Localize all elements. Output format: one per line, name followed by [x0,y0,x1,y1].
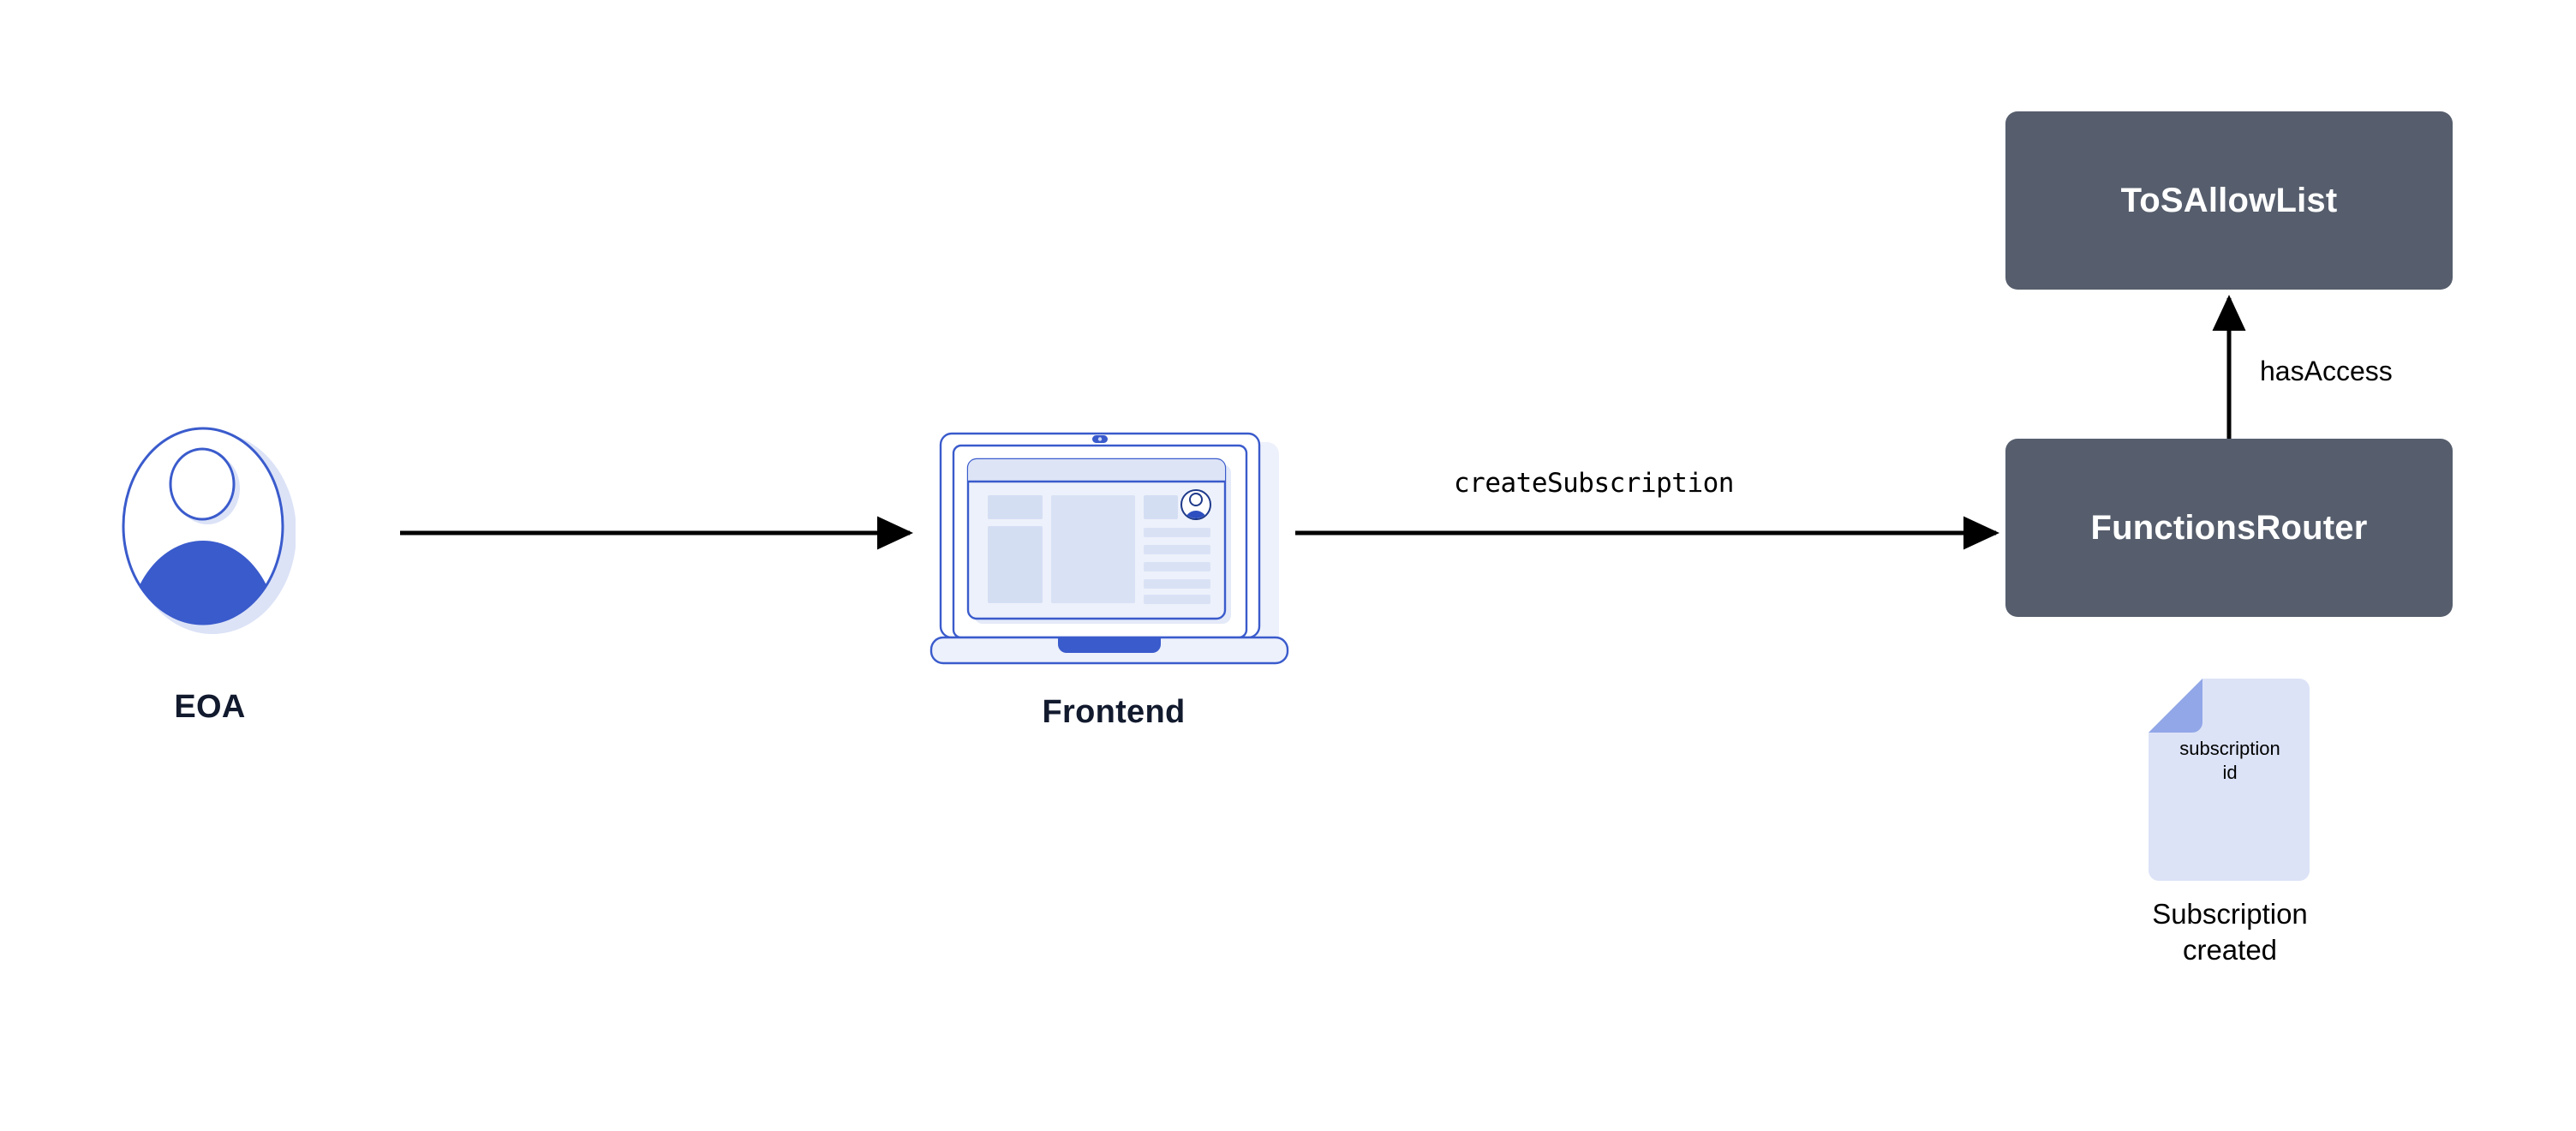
subscription-doc-caption-line-2: created [2182,934,2278,966]
laptop-icon [929,432,1289,665]
edge-label-has-access: hasAccess [2260,356,2393,386]
node-eoa[interactable]: EOA [120,422,308,764]
user-avatar-icon [122,427,296,634]
node-frontend-label: Frontend [1042,694,1186,730]
node-tos-allowlist-label: ToSAllowList [2120,181,2338,219]
subscription-doc-inner-text: subscription id [2149,737,2311,784]
node-frontend[interactable]: Frontend [929,427,1298,769]
subscription-doc-caption: Subscription created [2097,896,2363,968]
node-functions-router[interactable]: FunctionsRouter [2005,439,2453,617]
node-functions-router-label: FunctionsRouter [2090,508,2368,547]
node-tos-allowlist[interactable]: ToSAllowList [2005,111,2453,290]
document-icon [2149,679,2310,881]
subscription-doc-caption-line-1: Subscription [2152,898,2308,930]
edge-label-create-subscription: createSubscription [1454,468,1734,499]
node-subscription-doc[interactable]: subscription id Subscription created [2149,677,2311,966]
subscription-doc-inner-line-2: id [2222,761,2238,783]
node-eoa-label: EOA [174,689,246,725]
subscription-doc-inner-line-1: subscription [2179,738,2280,759]
